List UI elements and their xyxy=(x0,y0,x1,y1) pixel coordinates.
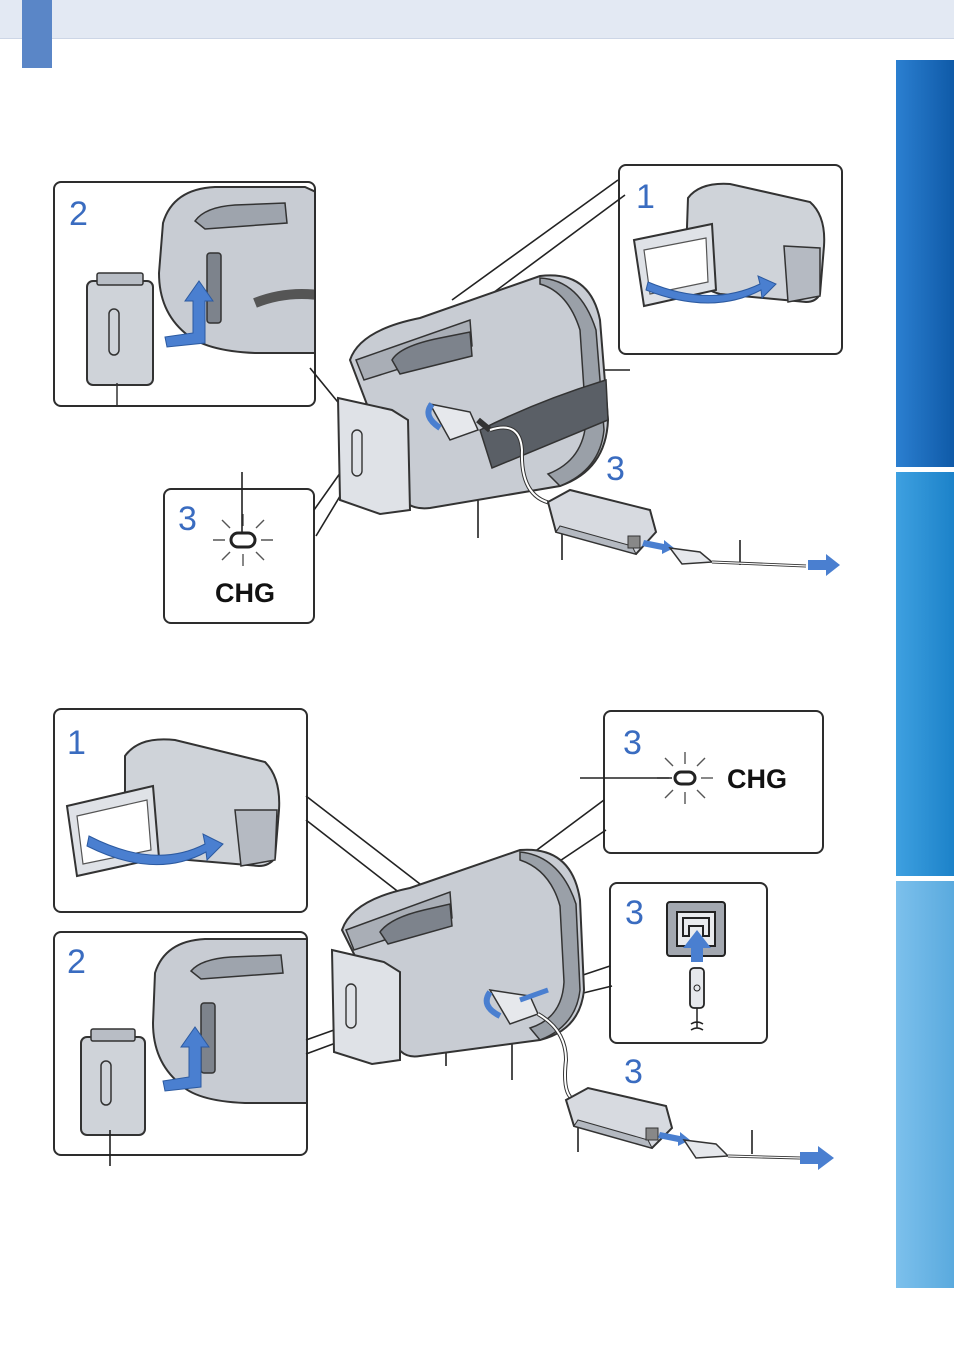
panel-chg-lamp-top: 3 CHG xyxy=(163,488,315,624)
chg-label: CHG xyxy=(727,764,787,795)
step-number: 3 xyxy=(624,1055,643,1089)
side-tab-contents[interactable] xyxy=(894,60,954,467)
panel-open-lcd-bottom: 1 xyxy=(53,708,308,913)
battery-pack-illustration xyxy=(87,273,153,385)
camcorder-illustration xyxy=(620,166,843,355)
chg-lamp-icon xyxy=(605,712,824,854)
ac-adapter-illustration xyxy=(548,490,656,554)
direction-arrow-icon xyxy=(800,1146,834,1170)
chg-label: CHG xyxy=(215,578,275,609)
ac-adapter-illustration xyxy=(566,1088,672,1148)
panel-dc-in-jack: 3 xyxy=(609,882,768,1044)
power-cord-illustration xyxy=(684,1140,800,1158)
header-marker xyxy=(22,0,52,68)
power-cord-illustration xyxy=(670,548,806,566)
panel-attach-battery-top: 2 xyxy=(53,181,316,407)
step-number: 3 xyxy=(606,452,625,486)
camcorder-illustration xyxy=(55,933,308,1156)
direction-arrow-icon xyxy=(808,554,840,576)
panel-attach-battery-bottom: 2 xyxy=(53,931,308,1156)
battery-pack-illustration xyxy=(81,1029,145,1135)
direction-arrow-icon xyxy=(658,1132,690,1146)
camcorder-illustration xyxy=(55,183,316,407)
header-band xyxy=(0,0,954,39)
dc-in-jack-icon xyxy=(611,884,768,1044)
panel-chg-lamp-bottom: 3 CHG xyxy=(603,710,824,854)
side-tab-glossary[interactable] xyxy=(894,881,954,1288)
camcorder-illustration xyxy=(55,710,308,913)
side-tab-index[interactable] xyxy=(894,472,954,876)
panel-open-lcd-top: 1 xyxy=(618,164,843,355)
direction-arrow-icon xyxy=(642,540,674,554)
